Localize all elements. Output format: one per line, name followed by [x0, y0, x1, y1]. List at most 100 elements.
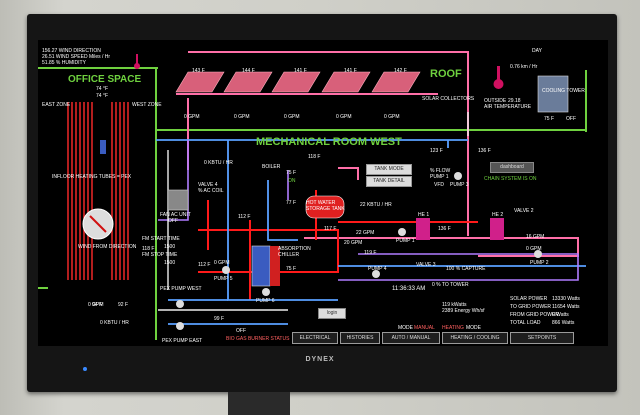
- temp-99: 99 F: [214, 316, 225, 322]
- solar-power-value: 13330 Watts: [552, 296, 580, 302]
- piping-diagram: [38, 51, 587, 340]
- infloor-label: INFLOOR HEATING TUBES = PEX: [52, 174, 132, 180]
- kwatts-value: 119 kWatts: [442, 302, 467, 308]
- mode-label-2: MODE: [466, 325, 481, 331]
- from-grid-value: 0 Watts: [552, 312, 569, 318]
- chain-system-status: CHAIN SYSTEM IS ON: [484, 176, 537, 182]
- nav-auto-manual[interactable]: AUTO / MANUAL: [382, 332, 440, 344]
- nav-heating-cooling[interactable]: HEATING / COOLING: [442, 332, 508, 344]
- temp-77: 77 F: [286, 200, 297, 206]
- gpm-20: 20 GPM: [344, 240, 363, 246]
- dashboard-button[interactable]: dashboard: [490, 162, 534, 173]
- gpm-right-2: 0 GPM: [526, 246, 542, 252]
- total-load-label: TOTAL LOAD: [510, 320, 541, 326]
- cooling-tower-temp: 75 F: [544, 116, 555, 122]
- office-space-title: OFFICE SPACE: [68, 74, 142, 85]
- valve-3-label: VALVE 3: [416, 262, 436, 268]
- pex-west-label: PEX PUMP WEST: [160, 286, 202, 292]
- pump-4-label: PUMP 4: [368, 266, 387, 272]
- gpm-right: 16 GPM: [526, 234, 545, 240]
- nav-setpoints[interactable]: SETPOINTS: [510, 332, 574, 344]
- pump-5-label: PUMP 5: [214, 276, 233, 282]
- fm-start-value: 1500: [164, 244, 176, 250]
- office-temp-94: 94 F: [92, 302, 103, 308]
- air-temperature-label: AIR TEMPERATURE: [484, 104, 532, 110]
- cooling-tower-label: COOLING TOWER: [542, 88, 585, 94]
- pump-2-label: PUMP 2: [530, 260, 549, 266]
- boiler-temp: 75 F: [286, 170, 297, 176]
- outside-label: OUTSIDE: [484, 98, 507, 104]
- mode-label: MODE: [398, 325, 413, 331]
- absorption-chiller-label: ABSORPTION CHILLER: [278, 246, 311, 258]
- temp-118: 118 F: [142, 246, 155, 252]
- power-led-icon: [83, 367, 87, 371]
- hot-water-temp: 118 F: [308, 154, 321, 160]
- monitor-stand: [228, 392, 290, 415]
- humidity-readout: 51.85 % HUMIDITY: [42, 60, 86, 66]
- fm-stop-value: 1500: [164, 260, 176, 266]
- panel-2-temp: 144 F: [242, 68, 255, 74]
- panel-2-gpm: 0 GPM: [234, 114, 250, 120]
- vfd-label: VFD: [434, 182, 444, 188]
- gpm-0: 0 GPM: [214, 260, 230, 266]
- solar-collectors-label: SOLAR COLLECTORS: [422, 96, 475, 102]
- temp-112b: 112 F: [198, 262, 211, 268]
- office-gpm-1: 0 GPM: [88, 302, 104, 308]
- biogas-state: OFF: [236, 328, 246, 334]
- wind-speed-readout: 26.51 WIND SPEED Miles / Hr: [42, 54, 111, 60]
- ac-coil-pct: % AC COIL: [198, 188, 224, 194]
- login-button[interactable]: login: [318, 308, 346, 319]
- panel-5-temp: 142 F: [394, 68, 407, 74]
- temp-112: 112 F: [238, 214, 251, 220]
- heating-label: HEATING: [442, 325, 464, 331]
- fm-stop-label: FM STOP TIME: [142, 252, 178, 258]
- roof-title: ROOF: [430, 68, 462, 80]
- office-kbtu: 0 KBTU / HR: [100, 320, 129, 326]
- fan-coil-state: OFF: [168, 218, 178, 224]
- manual-label: MANUAL: [414, 325, 435, 331]
- valve-2-label: VALVE 2: [514, 208, 534, 214]
- pump-3-label: PUMP 3: [450, 182, 469, 188]
- office-temp-92: 92 F: [118, 302, 129, 308]
- temp-136b: 136 F: [438, 226, 451, 232]
- tank-mode-button[interactable]: TANK MODE: [366, 164, 412, 175]
- wind-from-direction-label: WIND FROM DIRECTION: [78, 244, 137, 250]
- outside-value: 29.18: [508, 98, 521, 104]
- fan-coil-label: FAN AC UNIT: [160, 212, 191, 218]
- kbtu-1: 22 KBTU / HR: [360, 202, 392, 208]
- total-load-value: 866 Watts: [552, 320, 575, 326]
- day-label: DAY: [532, 48, 542, 54]
- solar-power-label: SOLAR POWER: [510, 296, 548, 302]
- valve-4-label: VALVE 4: [198, 182, 218, 188]
- east-zone-label: EAST ZONE: [42, 102, 71, 108]
- boiler-on: ON: [288, 178, 296, 184]
- wind-direction-readout: 156.27 WIND DIRECTION: [42, 48, 101, 54]
- flow-pump-1: % FLOW PUMP 1: [430, 168, 451, 180]
- temp-136: 136 F: [478, 148, 491, 154]
- temp-75: 75 F: [286, 266, 297, 272]
- panel-4-gpm: 0 GPM: [336, 114, 352, 120]
- from-grid-label: FROM GRID POWER: [510, 312, 559, 318]
- to-grid-value: 11654 Watts: [552, 304, 580, 310]
- tank-detail-button[interactable]: TANK DETAIL: [366, 176, 412, 187]
- hot-water-tank-label: HOT WATER STORAGE TANK: [306, 200, 345, 212]
- nav-histories[interactable]: HISTORIES: [340, 332, 380, 344]
- monitor-brand: DYNEX: [305, 356, 335, 363]
- pump-1-label: PUMP 1: [396, 238, 415, 244]
- office-temp-1: 74 °F: [96, 86, 109, 92]
- he1-label: HE 1: [418, 212, 430, 218]
- panel-4-temp: 141 F: [344, 68, 357, 74]
- cooling-tower-state: OFF: [566, 116, 576, 122]
- panel-5-gpm: 0 GPM: [384, 114, 400, 120]
- fm-start-label: FM START TIME: [142, 236, 180, 242]
- to-grid-label: TO GRID POWER: [510, 304, 552, 310]
- temp-117: 117 F: [324, 226, 337, 232]
- he2-label: HE 2: [492, 212, 504, 218]
- boiler-label: BOILER: [262, 164, 281, 170]
- nav-electrical[interactable]: ELECTRICAL: [292, 332, 338, 344]
- kbtu-2: 0 KBTU / HR: [204, 160, 233, 166]
- pex-east-label: PEX PUMP EAST: [162, 338, 203, 344]
- temp-123: 123 F: [430, 148, 443, 154]
- energy-value: 2389 Energy Wh/sf: [442, 308, 485, 314]
- clock: 11:36:33 AM: [392, 286, 426, 292]
